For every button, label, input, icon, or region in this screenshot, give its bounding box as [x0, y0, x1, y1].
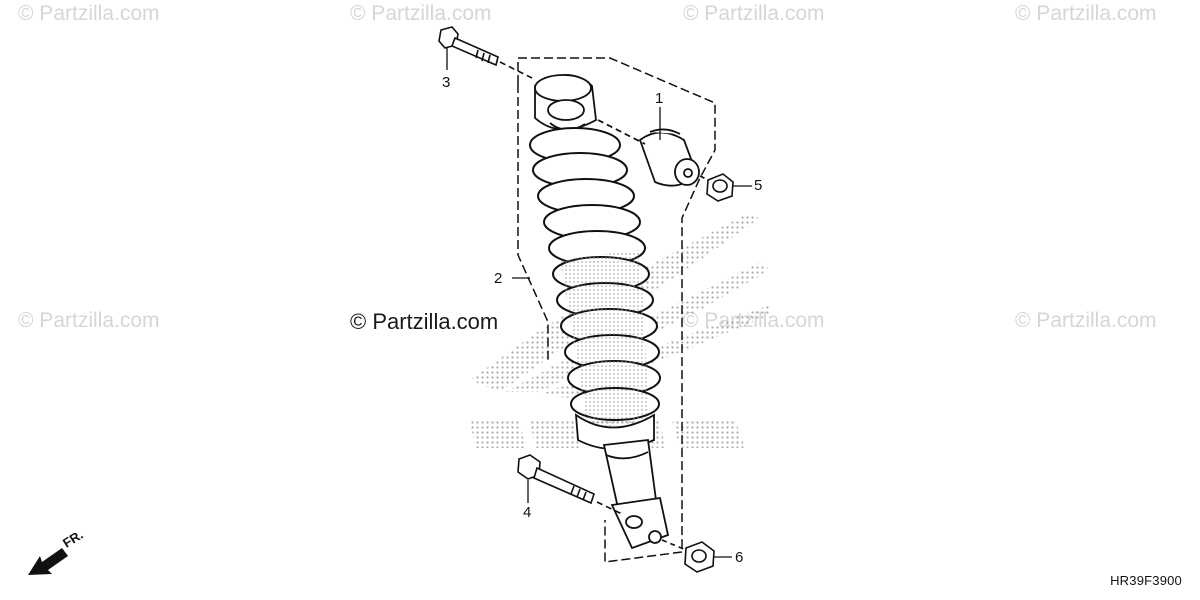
watermark: © Partzilla.com — [350, 2, 492, 25]
watermark: © Partzilla.com — [1015, 309, 1157, 332]
shock-lower-body — [574, 413, 670, 550]
damper-body-shading — [560, 250, 650, 430]
shock-upper-eye — [534, 74, 597, 131]
callout-4[interactable]: 4 — [523, 504, 532, 521]
watermark: © Partzilla.com — [18, 309, 160, 332]
watermark: © Partzilla.com — [1015, 2, 1157, 25]
callout-3[interactable]: 3 — [442, 74, 451, 91]
callout-6[interactable]: 6 — [735, 549, 744, 566]
watermark-primary: © Partzilla.com — [350, 309, 499, 334]
damper-bushing — [597, 119, 713, 187]
watermark: © Partzilla.com — [683, 2, 825, 25]
lower-bolt — [517, 454, 623, 515]
callout-1[interactable]: 1 — [655, 90, 664, 107]
callout-leaders — [446, 48, 752, 558]
lower-nut — [661, 539, 715, 573]
callout-2[interactable]: 2 — [494, 270, 503, 287]
upper-bolt — [438, 26, 533, 79]
assembly-bracket — [517, 57, 716, 563]
front-direction-arrow-icon — [28, 548, 68, 575]
upper-nut — [706, 173, 734, 202]
diagram-code: HR39F3900 — [1110, 573, 1182, 588]
watermark: © Partzilla.com — [18, 2, 160, 25]
callout-5[interactable]: 5 — [754, 177, 763, 194]
